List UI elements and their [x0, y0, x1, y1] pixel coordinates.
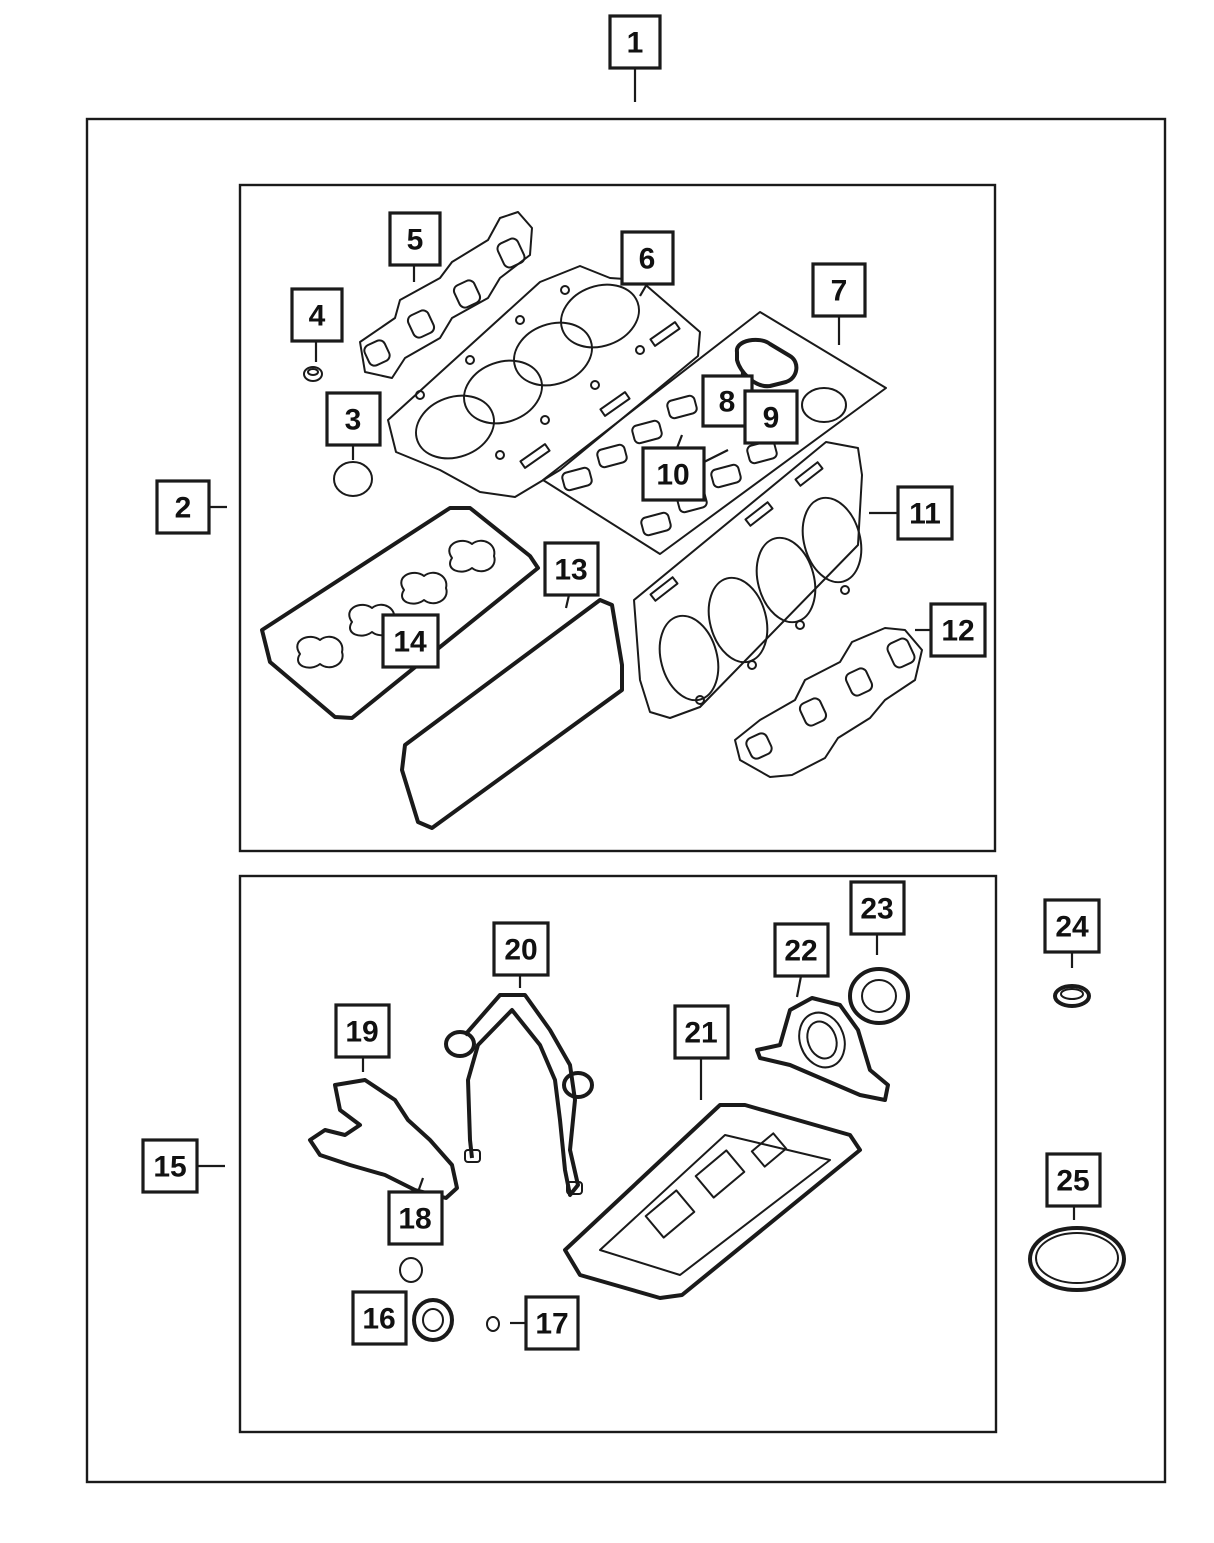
callout-23-label: 23	[860, 893, 893, 926]
callout-1[interactable]: 1	[608, 14, 662, 70]
callout-3-label: 3	[345, 404, 362, 437]
callout-2-label: 2	[175, 492, 192, 525]
callout-13[interactable]: 13	[543, 541, 600, 597]
callout-14-label: 14	[393, 626, 427, 659]
o-ring-medium	[399, 1257, 423, 1283]
small-o-ring	[486, 1316, 500, 1332]
callout-20[interactable]: 20	[492, 921, 550, 977]
callout-19[interactable]: 19	[334, 1003, 391, 1059]
callout-18[interactable]: 18	[387, 1190, 444, 1246]
callout-12-label: 12	[941, 615, 974, 648]
callout-9-label: 9	[763, 402, 780, 435]
callout-5[interactable]: 5	[388, 211, 442, 267]
callout-18-label: 18	[398, 1203, 431, 1236]
callout-19-label: 19	[345, 1016, 378, 1049]
callout-4[interactable]: 4	[290, 287, 344, 343]
callout-21-label: 21	[684, 1017, 717, 1050]
callout-2[interactable]: 2	[155, 479, 211, 535]
cylinder-head-gasket-left	[387, 265, 701, 498]
exhaust-manifold-gasket-right	[734, 627, 923, 778]
callout-24-label: 24	[1055, 911, 1089, 944]
callout-8-label: 8	[719, 386, 736, 419]
callout-7-label: 7	[831, 275, 848, 308]
callout-3[interactable]: 3	[325, 391, 382, 447]
callout-5-label: 5	[407, 224, 424, 257]
callout-labels: 1 2 3 4 5 6 7 8 9 10 11 12 13 14 15 16 1…	[141, 14, 1102, 1351]
front-crank-seal	[412, 1298, 454, 1342]
callout-21[interactable]: 21	[673, 1004, 730, 1060]
intake-port-gaskets	[561, 394, 778, 537]
callout-15[interactable]: 15	[141, 1138, 199, 1194]
callout-7[interactable]: 7	[811, 262, 867, 318]
callout-11-label: 11	[909, 498, 941, 531]
valve-stem-seal	[303, 366, 323, 382]
callout-17[interactable]: 17	[524, 1295, 580, 1351]
seal-ring	[1053, 984, 1091, 1008]
callout-6[interactable]: 6	[620, 230, 675, 286]
callout-10-label: 10	[656, 459, 689, 492]
callout-16[interactable]: 16	[351, 1290, 408, 1346]
oil-pan-gasket	[563, 1103, 862, 1300]
callout-4-label: 4	[309, 300, 326, 333]
callout-22[interactable]: 22	[773, 922, 830, 978]
callout-10[interactable]: 10	[641, 446, 706, 502]
callout-12[interactable]: 12	[929, 602, 987, 658]
cylinder-head-gasket-right	[633, 441, 863, 719]
callout-20-label: 20	[504, 934, 537, 967]
o-ring	[333, 461, 373, 497]
callout-17-label: 17	[535, 1308, 568, 1341]
callout-1-label: 1	[627, 27, 644, 60]
callout-13-label: 13	[554, 554, 587, 587]
callout-15-label: 15	[153, 1151, 186, 1184]
callout-25-label: 25	[1056, 1165, 1089, 1198]
rear-main-seal-retainer	[755, 996, 890, 1102]
lower-set-frame	[238, 874, 998, 1434]
callout-16-label: 16	[362, 1303, 395, 1336]
callout-11[interactable]: 11	[896, 485, 954, 541]
water-pump-gasket	[308, 1078, 459, 1200]
upper-set-frame	[238, 183, 997, 853]
timing-cover-gasket	[444, 993, 594, 1197]
exhaust-manifold-gasket-left	[359, 211, 533, 379]
callout-14[interactable]: 14	[381, 613, 440, 669]
callout-6-label: 6	[639, 243, 656, 276]
callout-24[interactable]: 24	[1043, 898, 1101, 954]
callout-25[interactable]: 25	[1045, 1152, 1102, 1208]
callout-23[interactable]: 23	[849, 880, 906, 936]
callout-9[interactable]: 9	[743, 389, 799, 445]
valve-cover-gasket-left	[260, 506, 540, 720]
rear-main-seal	[848, 967, 910, 1025]
outer-kit-frame	[85, 117, 1167, 1484]
leader-lines	[196, 68, 1076, 1325]
callout-22-label: 22	[784, 935, 817, 968]
large-seal-ring	[1028, 1226, 1126, 1292]
valve-cover-gasket-right	[400, 598, 624, 830]
